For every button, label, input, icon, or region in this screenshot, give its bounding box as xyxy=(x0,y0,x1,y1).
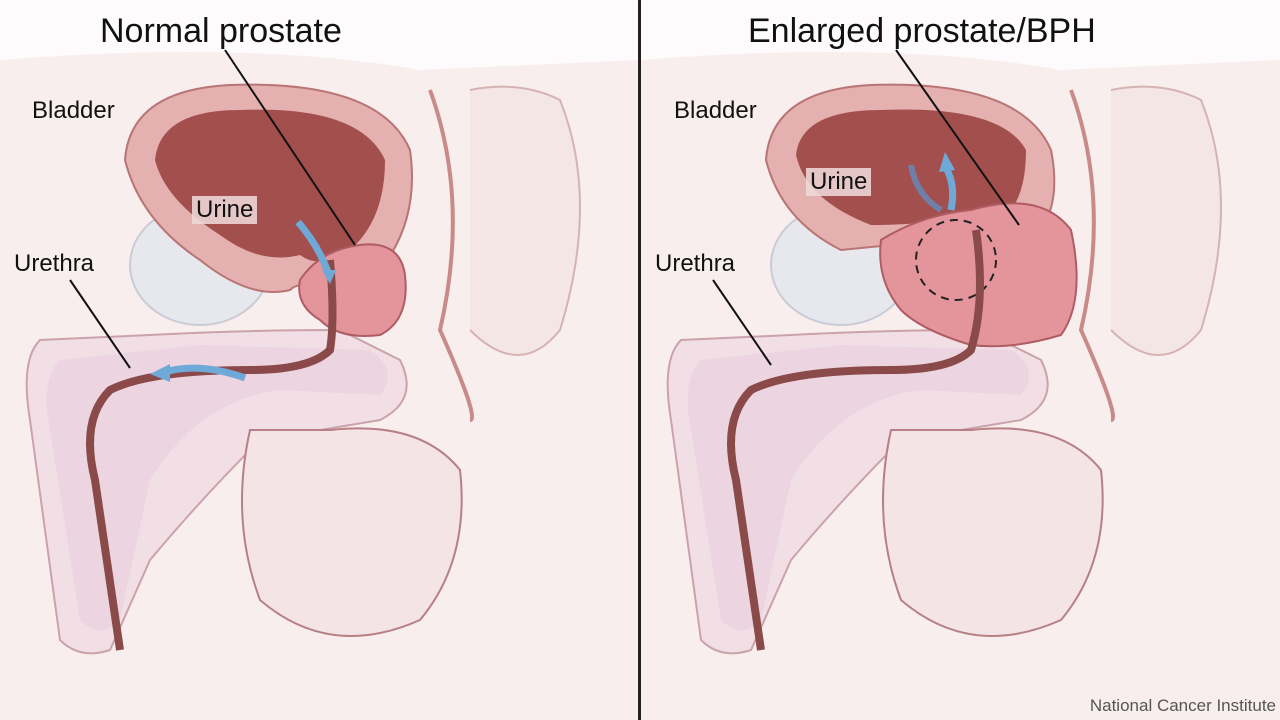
panel-title: Enlarged prostate/BPH xyxy=(748,12,1096,50)
bladder-label: Bladder xyxy=(32,97,115,124)
urethra xyxy=(86,259,337,651)
urethra-label: Urethra xyxy=(655,250,736,277)
normal-size-outline xyxy=(915,219,997,301)
scrotum xyxy=(882,427,1104,637)
urethra xyxy=(727,229,984,651)
urine-flow-arrow xyxy=(295,219,332,274)
urine-label: Urine xyxy=(192,196,258,224)
urethra-label: Urethra xyxy=(14,250,95,277)
normal-prostate-panel: Normal prostate Bladder Urine Urethra xyxy=(0,0,639,720)
leader-line xyxy=(895,49,1020,226)
leader-line xyxy=(224,49,356,246)
bph-anatomy-illustration xyxy=(641,49,1280,720)
enlarged-prostate-panel: Enlarged prostate/BPH Bladder Urine Uret… xyxy=(641,0,1280,720)
leader-line xyxy=(712,279,772,366)
panel-divider xyxy=(638,0,641,720)
urine-label: Urine xyxy=(806,168,872,196)
urine-flow-arrow xyxy=(164,364,247,382)
credit-text: National Cancer Institute xyxy=(1089,696,1276,715)
urine-flow-arrow xyxy=(908,164,943,213)
bladder-label: Bladder xyxy=(674,97,757,124)
panel-title: Normal prostate xyxy=(100,12,342,50)
leader-line xyxy=(69,279,131,369)
scrotum xyxy=(241,427,463,637)
